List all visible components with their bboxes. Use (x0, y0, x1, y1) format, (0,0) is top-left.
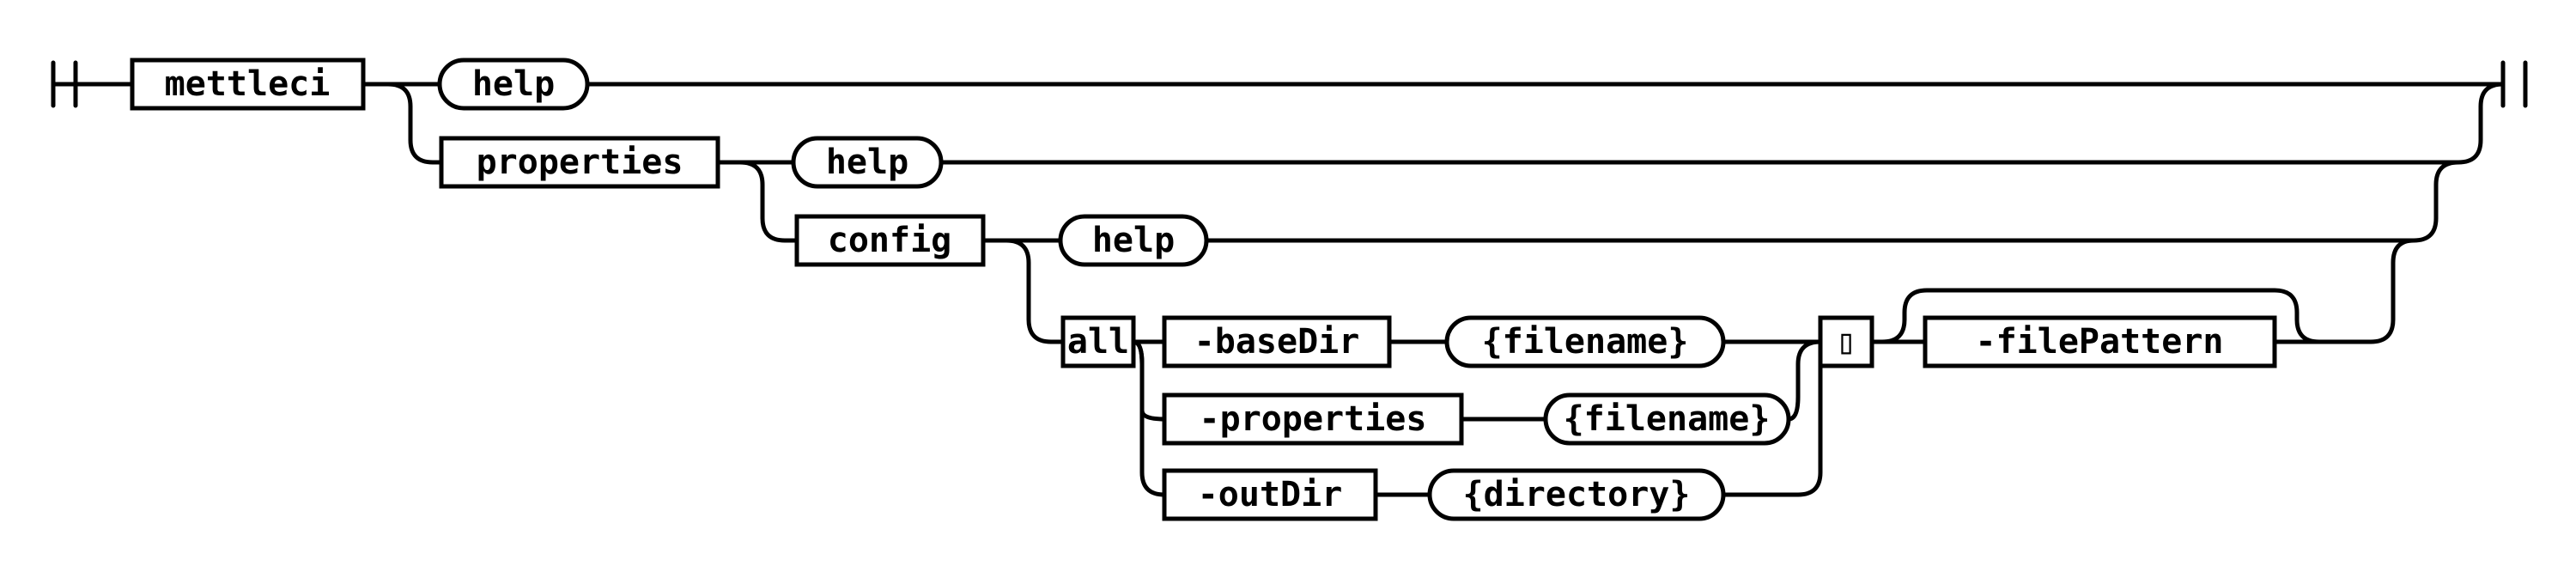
node-base-dir-flag: -baseDir (1162, 315, 1392, 368)
node-out-dir-value-label: {directory} (1463, 475, 1691, 514)
node-properties-help: help (791, 136, 944, 189)
node-properties-flag: -properties (1162, 392, 1464, 446)
node-join: ▯ (1818, 315, 1874, 368)
node-properties-value-label: {filename} (1564, 399, 1771, 439)
node-properties-value: {filename} (1543, 392, 1791, 446)
node-all-label: all (1067, 322, 1129, 362)
node-file-pattern-flag-label: -filePattern (1976, 322, 2224, 362)
node-root-help: help (437, 58, 590, 111)
all-branch (1004, 238, 1066, 344)
node-out-dir-flag-label: -outDir (1198, 475, 1343, 514)
properties-branch (386, 82, 444, 165)
node-properties-label: properties (477, 143, 683, 182)
out-dir-row-line (1131, 339, 1823, 497)
config-merge (2411, 160, 2461, 243)
node-config-help: help (1058, 214, 1209, 267)
node-properties-help-label: help (826, 143, 908, 182)
properties-merge (2456, 82, 2506, 165)
node-base-dir-flag-label: -baseDir (1194, 322, 1360, 362)
config-branch (738, 160, 799, 243)
node-root-help-label: help (472, 64, 555, 104)
end-marker (2500, 60, 2528, 108)
node-file-pattern-flag: -filePattern (1923, 315, 2277, 368)
start-marker (51, 60, 135, 108)
node-config-help-label: help (1092, 221, 1175, 260)
node-properties: properties (439, 136, 720, 189)
node-base-dir-value-label: {filename} (1482, 322, 1689, 362)
node-out-dir-value: {directory} (1427, 468, 1726, 521)
node-all: all (1060, 315, 1136, 368)
node-base-dir-value: {filename} (1444, 315, 1726, 368)
connector-lines (51, 60, 2528, 497)
file-pattern-repeat-loop (1880, 288, 2322, 344)
node-config-label: config (828, 221, 952, 260)
node-mettleci-label: mettleci (165, 64, 331, 104)
node-out-dir-flag: -outDir (1162, 468, 1378, 521)
node-join-label: ▯ (1836, 322, 1856, 362)
node-properties-flag-label: -properties (1200, 399, 1427, 439)
node-config: config (794, 214, 986, 267)
node-mettleci: mettleci (130, 58, 366, 111)
